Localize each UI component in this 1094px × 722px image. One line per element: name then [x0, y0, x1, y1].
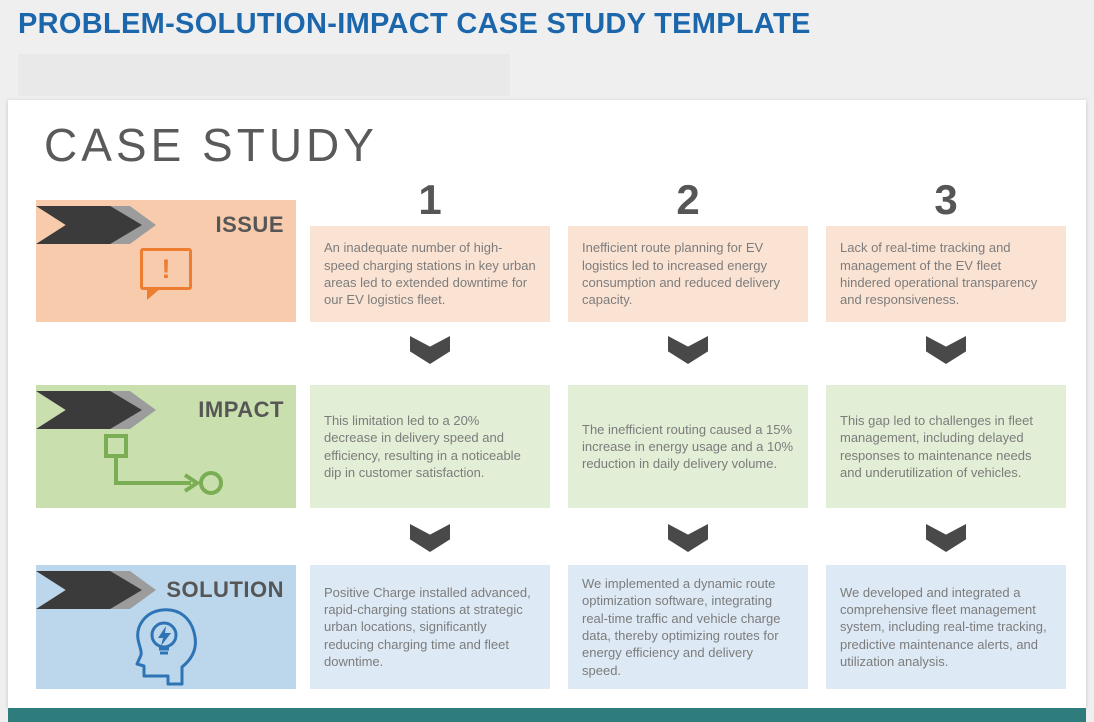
issue-cell-2: Inefficient route planning for EV logist…: [568, 226, 808, 322]
issue-cell-2-text: Inefficient route planning for EV logist…: [582, 240, 781, 308]
issue-row-label: ISSUE: [215, 212, 284, 237]
right-arrow-icon: [36, 571, 156, 609]
column-number-1: 1: [418, 176, 442, 223]
impact-cell-1: This limitation led to a 20% decrease in…: [310, 385, 550, 508]
case-study-heading: CASE STUDY: [44, 119, 378, 171]
page-title: PROBLEM-SOLUTION-IMPACT CASE STUDY TEMPL…: [18, 8, 811, 40]
issue-cell-1-text: An inadequate number of high-speed charg…: [324, 240, 536, 308]
solution-cell-3: We developed and integrated a comprehens…: [826, 565, 1066, 689]
impact-cell-3: This gap led to challenges in fleet mana…: [826, 385, 1066, 508]
impact-row-label: IMPACT: [198, 397, 284, 422]
route-flow-icon: [104, 434, 223, 495]
impact-label-block: IMPACT: [36, 385, 296, 508]
solution-cell-1-text: Positive Charge installed advanced, rapi…: [324, 584, 531, 669]
solution-label-block: SOLUTION: [36, 565, 296, 689]
column-number-2: 2: [676, 176, 700, 223]
right-arrow-icon: [36, 391, 156, 429]
idea-head-icon: [135, 608, 197, 686]
solution-cell-2: We implemented a dynamic route optimizat…: [568, 565, 808, 689]
right-arrow-icon: [36, 206, 156, 244]
solution-cell-1: Positive Charge installed advanced, rapi…: [310, 565, 550, 689]
impact-cell-1-text: This limitation led to a 20% decrease in…: [324, 412, 521, 480]
issue-cell-3-text: Lack of real-time tracking and managemen…: [840, 240, 1038, 308]
alert-speech-bubble-icon: !: [140, 248, 192, 300]
impact-cell-2-text: The inefficient routing caused a 15% inc…: [582, 421, 794, 472]
issue-cell-3: Lack of real-time tracking and managemen…: [826, 226, 1066, 322]
issue-cell-1: An inadequate number of high-speed charg…: [310, 226, 550, 322]
solution-row-label: SOLUTION: [166, 577, 284, 602]
exclamation-glyph: !: [161, 253, 171, 284]
impact-cell-2: The inefficient routing caused a 15% inc…: [568, 385, 808, 508]
solution-cell-2-text: We implemented a dynamic route optimizat…: [582, 576, 781, 678]
footer-bar: [8, 708, 1086, 722]
column-number-3: 3: [934, 176, 958, 223]
solution-cell-3-text: We developed and integrated a comprehens…: [840, 584, 1047, 669]
impact-cell-3-text: This gap led to challenges in fleet mana…: [840, 412, 1033, 480]
issue-label-block: ISSUE !: [36, 200, 296, 322]
title-shadow-box: [18, 54, 510, 96]
